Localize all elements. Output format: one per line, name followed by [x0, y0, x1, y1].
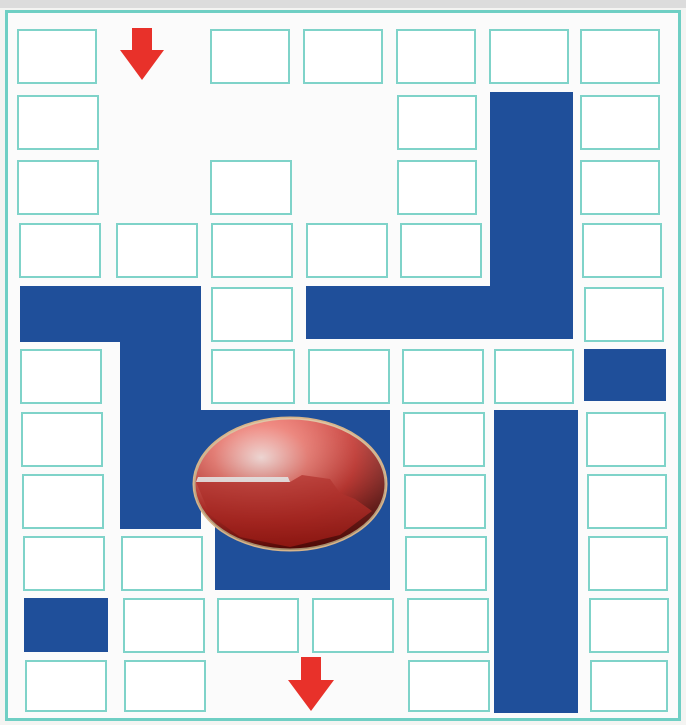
maze-cell	[23, 536, 105, 591]
maze-cell	[124, 660, 206, 712]
maze-cell	[303, 29, 383, 84]
maze-cell	[116, 223, 198, 278]
maze-cell	[21, 412, 103, 467]
top-band	[0, 0, 686, 8]
down-arrow-icon	[120, 28, 164, 80]
maze-cell	[584, 287, 664, 342]
maze-cell	[312, 598, 394, 653]
maze-cell	[211, 287, 293, 342]
maze-cell	[211, 349, 295, 404]
maze-cell	[402, 349, 484, 404]
red-ball-icon	[190, 415, 390, 553]
maze-cell	[19, 223, 101, 278]
maze-cell	[306, 223, 388, 278]
maze-cell	[582, 223, 662, 278]
maze-cell	[397, 160, 477, 215]
maze-wall	[120, 286, 201, 529]
down-arrow-icon	[288, 657, 334, 711]
maze-wall	[494, 410, 578, 713]
maze-cell	[210, 29, 290, 84]
maze-cell	[17, 160, 99, 215]
maze-cell	[217, 598, 299, 653]
maze-cell	[308, 349, 390, 404]
maze-cell	[586, 412, 666, 467]
maze-cell	[210, 160, 292, 215]
maze-cell	[580, 95, 660, 150]
maze-cell	[489, 29, 569, 84]
maze-cell	[20, 349, 102, 404]
maze-cell	[397, 95, 477, 150]
maze-cell	[22, 474, 104, 529]
maze-cell	[405, 536, 487, 591]
maze-cell	[580, 160, 660, 215]
maze-cell	[123, 598, 205, 653]
maze-cell	[494, 349, 574, 404]
maze-cell	[587, 474, 667, 529]
maze-wall	[306, 286, 573, 339]
maze-cell	[407, 598, 489, 653]
maze-cell	[17, 29, 97, 84]
maze-cell	[404, 474, 486, 529]
maze-cell	[396, 29, 476, 84]
maze-wall	[24, 598, 108, 652]
maze-cell	[403, 412, 485, 467]
maze-cell	[590, 660, 668, 712]
maze-cell	[400, 223, 482, 278]
maze-cell	[589, 598, 669, 653]
maze-cell	[580, 29, 660, 84]
maze-wall	[584, 349, 666, 401]
maze-cell	[408, 660, 490, 712]
maze-cell	[25, 660, 107, 712]
maze-cell	[17, 95, 99, 150]
maze-cell	[588, 536, 668, 591]
maze-cell	[211, 223, 293, 278]
